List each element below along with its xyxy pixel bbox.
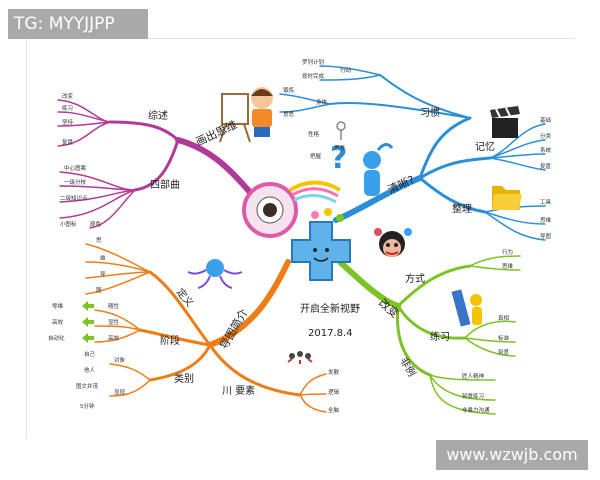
node-jiyi: 记忆 — [475, 140, 495, 153]
leaf-dao: 导 — [100, 271, 106, 278]
key-icon — [336, 121, 346, 140]
plus-mascot-icon — [291, 221, 351, 281]
leaf-si: 思 — [96, 237, 102, 244]
leaf-feibaoli: 非暴力沟通 — [462, 406, 490, 414]
center-date: 2017.8.4 — [308, 328, 353, 339]
result-zidonghua: 自动化 — [48, 334, 65, 342]
leaf-xitong: 系统 — [540, 146, 552, 154]
leaf-quannao: 全脑 — [328, 406, 340, 414]
watermark-top: TG: MYYJJPP — [8, 9, 148, 39]
branch-blue — [279, 65, 546, 241]
branch-purple — [57, 99, 265, 229]
octopus-icon — [187, 259, 243, 289]
leaf-gaibian: 改变 — [62, 92, 74, 100]
leaf-xingge: 性格 — [308, 130, 320, 138]
leaf-xianxian: 显现 — [114, 389, 126, 396]
node-zhengli: 整理 — [452, 202, 472, 215]
branch-orange — [85, 243, 327, 413]
node-lianxi: 练习 — [430, 330, 450, 343]
leaf-yisi: 意思 — [283, 110, 295, 118]
leaf-jichu: 基础 — [540, 116, 552, 124]
sub-ziji: 自己 — [84, 350, 96, 358]
question-figure-icon: ? — [330, 141, 394, 196]
leaf-erjizhishi: 二级知识点 — [60, 194, 88, 202]
leaf-fupan2: 复盘 — [540, 162, 552, 170]
node-yaosu: 川 要素 — [222, 384, 255, 397]
leaf-xingwei: 行为 — [502, 248, 513, 256]
sub-taren: 他人 — [84, 366, 96, 374]
node-leibie: 类别 — [174, 372, 194, 385]
node-jieduan: 阶段 — [160, 334, 180, 347]
result-lingwei: 零维 — [52, 302, 64, 310]
leaf-luoji: 逻辑 — [328, 388, 340, 396]
leaf-keyilianxi: 刻意练习 — [462, 392, 484, 400]
leaf-yanse: 颜色 — [90, 220, 102, 228]
leaf-gongju: 工具 — [540, 199, 552, 206]
center-image — [242, 180, 351, 281]
leaf-duanlian: 锻炼 — [283, 86, 295, 94]
arrow-left-icons — [82, 301, 94, 343]
center-title: 开启全新视野 — [300, 302, 360, 315]
leaf-keyi: 刻意 — [498, 348, 510, 356]
node-sibuqu: 四部曲 — [150, 178, 180, 191]
svg-text:?: ? — [330, 141, 347, 176]
monkey-icon — [374, 228, 412, 257]
gathering-people-icon — [287, 351, 313, 364]
result-gaoxiao: 高效 — [52, 318, 64, 326]
leaf-wei: 维 — [100, 254, 106, 262]
leaf-jiangren: 匠人精神 — [462, 372, 485, 380]
leaf-jianchi: 坚持 — [62, 118, 74, 126]
leaf-daotu: 导图 — [540, 232, 552, 240]
branch-label-daotu: 导图简介 — [216, 306, 250, 351]
leaf-bawo: 把握 — [310, 152, 322, 160]
leaf-anshiwancheng: 按时完成 — [302, 72, 325, 80]
leaf-biaozhun: 标准 — [498, 334, 510, 342]
leaf-fasan: 发散 — [328, 368, 340, 376]
leaf-siwei2: 思维 — [502, 262, 514, 270]
sub-5fenzhong: 5分钟 — [80, 402, 95, 410]
leaf-fenlei: 分类 — [540, 132, 552, 140]
leaf-zhongxintuan: 中心图案 — [64, 164, 87, 172]
clapperboard-icon — [490, 106, 520, 138]
leaf-duixiang: 对象 — [114, 356, 126, 364]
branch-green — [337, 255, 521, 415]
leaf-fupan: 复盘 — [62, 138, 74, 146]
watermark-bottom: www.wzwjb.com — [436, 440, 588, 470]
branch-label-huachu: 画出思维 — [193, 117, 239, 148]
node-dingyi: 定义 — [174, 286, 197, 310]
node-zongshu: 综述 — [148, 109, 168, 122]
leaf-siwei: 思维 — [540, 216, 552, 224]
branch-label-qingxi: 清晰? — [386, 173, 417, 197]
folder-icon — [492, 186, 522, 210]
painter-boy-icon — [219, 87, 273, 143]
leaf-xingdong: 行动 — [340, 66, 352, 74]
leaf-lianxi: 练习 — [62, 104, 73, 112]
canvas-frame — [26, 38, 575, 439]
leaf-luoliejihua: 罗列计划 — [302, 58, 324, 66]
leaf-xiaotubiao: 小图标 — [60, 220, 77, 228]
leaf-yijifenzhi: 一级分枝 — [64, 178, 87, 186]
leaf-gaoxiao: 高效 — [108, 334, 120, 342]
node-fangshi: 方式 — [405, 272, 425, 285]
sub-tuwen: 图文并茂 — [76, 382, 99, 390]
leaf-tu: 图 — [96, 286, 102, 294]
leaf-xianxing: 显性 — [108, 318, 120, 326]
pencil-figure-icon — [451, 289, 482, 327]
leaf-shenti: 身体 — [316, 98, 328, 106]
leaf-suixing: 随性 — [108, 302, 120, 310]
leaf-zhenxiang: 真相 — [498, 314, 510, 322]
leaf-sikao: 思考 — [334, 145, 346, 152]
node-xiguan: 习惯 — [420, 106, 440, 119]
